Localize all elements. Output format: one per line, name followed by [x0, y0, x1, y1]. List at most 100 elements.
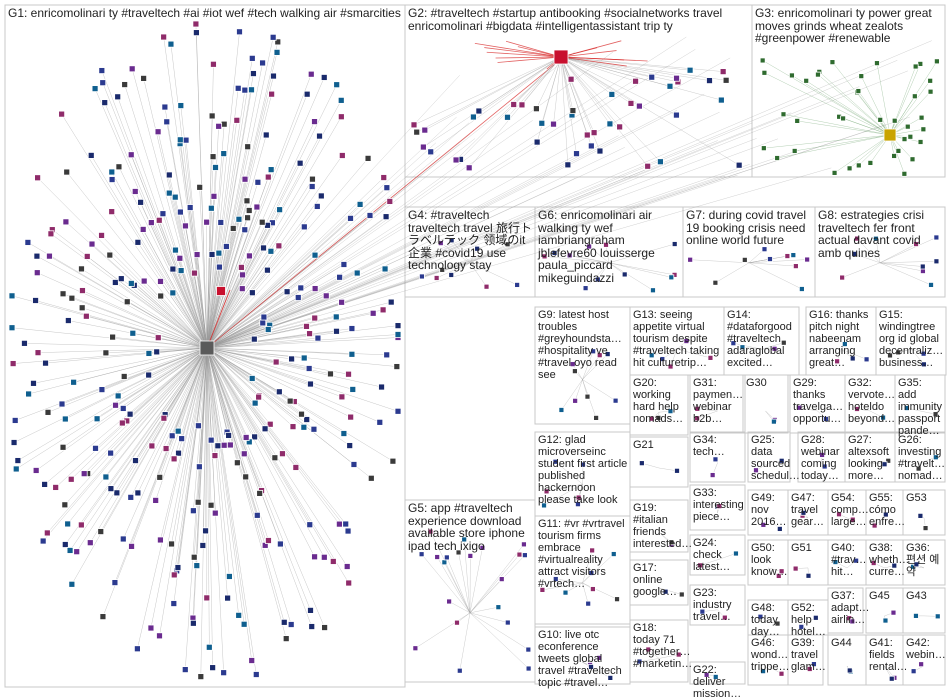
g1-node[interactable]: [162, 104, 168, 110]
small-group-node[interactable]: [650, 288, 655, 293]
g1-node[interactable]: [295, 295, 301, 301]
g1-node[interactable]: [315, 335, 321, 341]
g1-node[interactable]: [206, 644, 212, 650]
g1-node[interactable]: [118, 276, 124, 282]
g1-node[interactable]: [337, 274, 343, 280]
small-group-node[interactable]: [918, 513, 923, 518]
g1-node[interactable]: [9, 325, 15, 331]
g2-node[interactable]: [657, 159, 663, 165]
g1-node[interactable]: [262, 426, 268, 432]
g3-node[interactable]: [815, 72, 820, 77]
small-group-node[interactable]: [526, 666, 531, 671]
g1-node[interactable]: [350, 386, 356, 392]
g1-node[interactable]: [158, 278, 164, 284]
g1-node[interactable]: [236, 612, 242, 618]
g1-node[interactable]: [64, 169, 70, 175]
g1-node[interactable]: [309, 624, 315, 630]
g1-node[interactable]: [26, 391, 32, 397]
g1-node[interactable]: [365, 155, 371, 161]
g1-node[interactable]: [240, 272, 246, 278]
g1-node[interactable]: [175, 428, 181, 434]
g1-node[interactable]: [79, 305, 85, 311]
g1-node[interactable]: [384, 352, 390, 358]
g1-node[interactable]: [120, 405, 126, 411]
g3-node[interactable]: [761, 146, 766, 151]
g1-node[interactable]: [334, 82, 340, 88]
g1-node[interactable]: [170, 266, 176, 272]
g3-node[interactable]: [841, 116, 846, 121]
g3-node[interactable]: [913, 64, 918, 69]
g2-node[interactable]: [453, 157, 459, 163]
g1-node[interactable]: [193, 21, 199, 27]
g1-node[interactable]: [129, 66, 135, 72]
g1-node[interactable]: [92, 86, 98, 92]
g1-node[interactable]: [21, 340, 27, 346]
small-group-node[interactable]: [413, 646, 418, 651]
g1-node[interactable]: [237, 29, 243, 35]
g2-node[interactable]: [551, 121, 557, 127]
g3-node[interactable]: [934, 59, 939, 64]
g1-node[interactable]: [348, 414, 354, 420]
g2-node[interactable]: [534, 139, 540, 145]
g1-node[interactable]: [157, 633, 163, 639]
g2-node[interactable]: [428, 149, 434, 155]
g1-node[interactable]: [255, 179, 261, 185]
g1-node[interactable]: [78, 266, 84, 272]
small-group-node[interactable]: [435, 555, 440, 560]
g2-node[interactable]: [574, 151, 580, 157]
g1-node[interactable]: [196, 464, 202, 470]
g1-node[interactable]: [15, 458, 21, 464]
g1-node[interactable]: [135, 490, 141, 496]
g1-node[interactable]: [179, 436, 185, 442]
g1-node[interactable]: [212, 510, 218, 516]
g1-node[interactable]: [383, 214, 389, 220]
g1-node[interactable]: [330, 558, 336, 564]
g1-node[interactable]: [312, 252, 318, 258]
g1-node[interactable]: [318, 193, 324, 199]
g1-node[interactable]: [88, 152, 94, 158]
g1-node[interactable]: [288, 622, 294, 628]
g1-node[interactable]: [265, 174, 271, 180]
g2-node[interactable]: [674, 75, 680, 81]
g1-node[interactable]: [191, 270, 197, 276]
small-group-node[interactable]: [613, 398, 618, 403]
g1-node[interactable]: [102, 100, 108, 106]
g3-node[interactable]: [760, 58, 765, 63]
g1-node[interactable]: [110, 334, 116, 340]
g1-node[interactable]: [177, 209, 183, 215]
g1-node[interactable]: [216, 250, 222, 256]
small-group-node[interactable]: [586, 601, 591, 606]
g1-node[interactable]: [194, 252, 200, 258]
g3-node[interactable]: [910, 157, 915, 162]
g1-node[interactable]: [256, 394, 262, 400]
g3-node[interactable]: [762, 70, 767, 75]
g2-node[interactable]: [706, 78, 712, 84]
g1-node[interactable]: [168, 41, 174, 47]
g1-node[interactable]: [161, 34, 167, 40]
g1-node[interactable]: [34, 253, 40, 259]
g1-node[interactable]: [40, 538, 46, 544]
g1-node[interactable]: [264, 267, 270, 273]
g1-node[interactable]: [309, 176, 315, 182]
g1-node[interactable]: [59, 401, 65, 407]
g1-node[interactable]: [84, 253, 90, 259]
g1-node[interactable]: [87, 540, 93, 546]
g1-node[interactable]: [10, 361, 16, 367]
g1-node[interactable]: [297, 160, 303, 166]
g1-node[interactable]: [120, 536, 126, 542]
g1-node[interactable]: [377, 419, 383, 425]
g1-node[interactable]: [210, 665, 216, 671]
g1-node[interactable]: [204, 595, 210, 601]
g1-node[interactable]: [308, 71, 314, 77]
g1-node[interactable]: [384, 185, 390, 191]
g2-node[interactable]: [414, 129, 420, 135]
g2-node[interactable]: [504, 114, 510, 120]
g1-node[interactable]: [277, 541, 283, 547]
g1-node[interactable]: [312, 119, 318, 125]
g1-node[interactable]: [245, 144, 251, 150]
g1-node[interactable]: [31, 380, 37, 386]
g3-node[interactable]: [921, 127, 926, 132]
g1-node[interactable]: [69, 295, 75, 301]
g1-node[interactable]: [252, 400, 258, 406]
g1-node[interactable]: [281, 619, 287, 625]
